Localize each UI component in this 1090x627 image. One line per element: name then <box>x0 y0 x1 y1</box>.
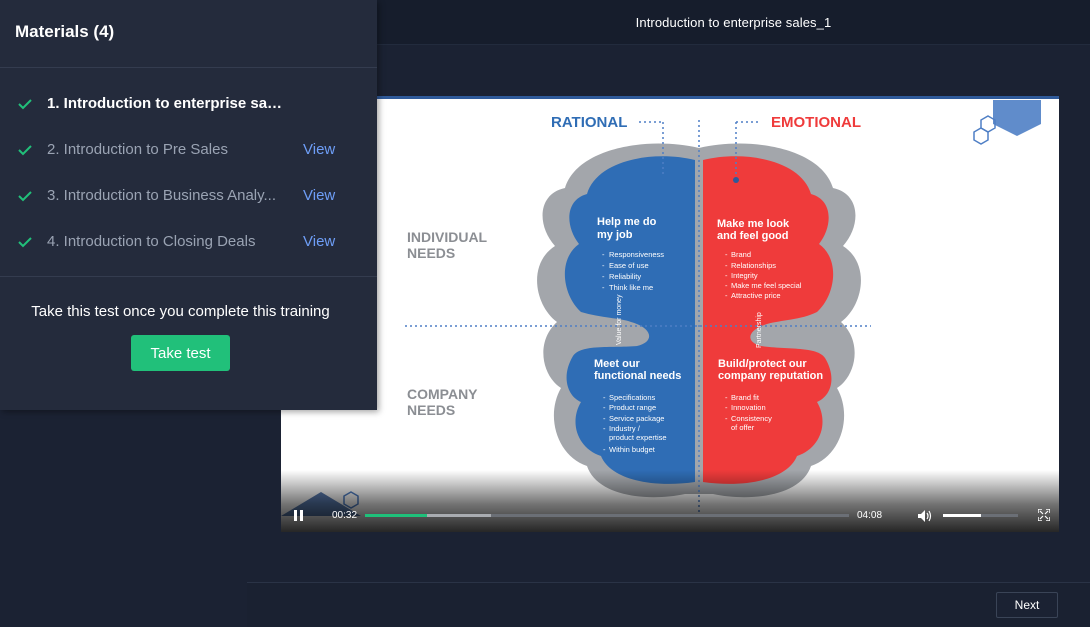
svg-text:-: - <box>725 261 728 270</box>
q1-item: Responsiveness <box>609 250 664 259</box>
video-player[interactable]: RATIONAL EMOTIONAL INDIVIDUAL NEEDS COMP… <box>281 96 1059 532</box>
q3-title-line-1: Meet our <box>594 358 641 370</box>
company-needs-label-1: COMPANY <box>407 386 478 402</box>
q1-title-line-2: my job <box>597 229 633 241</box>
next-button[interactable]: Next <box>996 592 1058 618</box>
current-time: 00:32 <box>332 510 358 521</box>
material-item-2[interactable]: 2. Introduction to Pre Sales View <box>0 138 377 162</box>
q3-item: Within budget <box>609 445 656 454</box>
materials-heading: Materials (4) <box>15 22 115 41</box>
progress-buffered <box>365 514 491 517</box>
q3-item: Industry / <box>609 424 641 433</box>
q2-title-line-1: Make me look <box>717 218 790 230</box>
progress-bar[interactable] <box>365 514 849 517</box>
q3-item: Product range <box>609 403 656 412</box>
video-controls-overlay <box>281 470 1059 532</box>
material-label: 2. Introduction to Pre Sales <box>47 141 228 158</box>
q2-title-line-2: and feel good <box>717 230 789 242</box>
material-item-3[interactable]: 3. Introduction to Business Analy... Vie… <box>0 184 377 208</box>
volume-icon[interactable] <box>918 510 932 522</box>
svg-text:-: - <box>603 393 606 402</box>
duration: 04:08 <box>857 510 883 521</box>
pause-icon[interactable] <box>294 510 304 521</box>
q4-title-line-1: Build/protect our <box>718 358 807 370</box>
svg-text:-: - <box>725 414 728 423</box>
material-item-4[interactable]: 4. Introduction to Closing Deals View <box>0 230 377 254</box>
q2-item: Brand <box>731 250 751 259</box>
q3-item: Service package <box>609 414 664 423</box>
q1-title-line-1: Help me do <box>597 216 657 228</box>
material-item-1[interactable]: 1. Introduction to enterprise sale... <box>0 92 377 116</box>
q4-item: Innovation <box>731 403 766 412</box>
divider <box>0 276 377 277</box>
q4-title-line-2: company reputation <box>718 370 823 382</box>
partnership-label: Partnership <box>756 312 763 348</box>
q4-item: of offer <box>731 423 755 432</box>
svg-text:-: - <box>725 403 728 412</box>
material-label: 4. Introduction to Closing Deals <box>47 233 256 250</box>
q2-item: Relationships <box>731 261 776 270</box>
q1-item: Ease of use <box>609 261 649 270</box>
check-icon <box>18 191 32 202</box>
svg-text:-: - <box>602 283 605 292</box>
q2-item: Make me feel special <box>731 281 802 290</box>
q4-item: Consistency <box>731 414 772 423</box>
view-link[interactable]: View <box>303 187 336 204</box>
emotional-hemisphere <box>703 156 834 484</box>
emotional-connector-dot <box>733 177 739 183</box>
q3-title-line-2: functional needs <box>594 370 681 382</box>
svg-text:-: - <box>602 272 605 281</box>
check-icon <box>18 99 32 110</box>
material-label: 1. Introduction to enterprise sale... <box>47 95 285 112</box>
check-icon <box>18 237 32 248</box>
rational-heading: RATIONAL <box>551 114 627 131</box>
slide-top-border <box>281 96 1059 99</box>
value-for-money-label: Value for money <box>616 294 623 345</box>
divider <box>0 67 377 68</box>
svg-text:-: - <box>602 261 605 270</box>
slide-content: RATIONAL EMOTIONAL INDIVIDUAL NEEDS COMP… <box>281 100 1041 516</box>
svg-text:-: - <box>725 250 728 259</box>
q1-item: Think like me <box>609 283 653 292</box>
company-needs-label-2: NEEDS <box>407 402 455 418</box>
svg-text:-: - <box>603 403 606 412</box>
view-link[interactable]: View <box>303 141 336 158</box>
q3-item: Specifications <box>609 393 656 402</box>
individual-needs-label-2: NEEDS <box>407 245 455 261</box>
volume-slider[interactable] <box>943 514 1018 517</box>
q2-item: Attractive price <box>731 291 781 300</box>
svg-text:-: - <box>602 250 605 259</box>
q2-item: Integrity <box>731 271 758 280</box>
svg-text:-: - <box>603 414 606 423</box>
individual-needs-label-1: INDIVIDUAL <box>407 229 488 245</box>
svg-text:-: - <box>603 424 606 433</box>
volume-level <box>943 514 981 517</box>
material-label: 3. Introduction to Business Analy... <box>47 187 277 204</box>
lesson-title: Introduction to enterprise sales_1 <box>635 15 832 30</box>
q1-item: Reliability <box>609 272 641 281</box>
test-message: Take this test once you complete this tr… <box>31 303 330 320</box>
svg-text:-: - <box>603 445 606 454</box>
small-hex-outline-2 <box>973 127 989 145</box>
bottom-bar <box>247 582 1090 627</box>
q4-item: Brand fit <box>731 393 760 402</box>
check-icon <box>18 145 32 156</box>
svg-text:-: - <box>725 291 728 300</box>
emotional-heading: EMOTIONAL <box>771 114 861 131</box>
view-link[interactable]: View <box>303 233 336 250</box>
svg-text:-: - <box>725 271 728 280</box>
materials-sidebar: Materials (4) 1. Introduction to enterpr… <box>0 0 377 410</box>
svg-text:-: - <box>725 393 728 402</box>
fullscreen-icon[interactable] <box>1038 509 1050 521</box>
take-test-button[interactable]: Take test <box>131 335 230 371</box>
corner-hexagon-decoration <box>993 100 1041 136</box>
rational-hemisphere <box>564 156 695 484</box>
svg-text:-: - <box>725 281 728 290</box>
q3-item: product expertise <box>609 433 667 442</box>
progress-played <box>365 514 428 517</box>
